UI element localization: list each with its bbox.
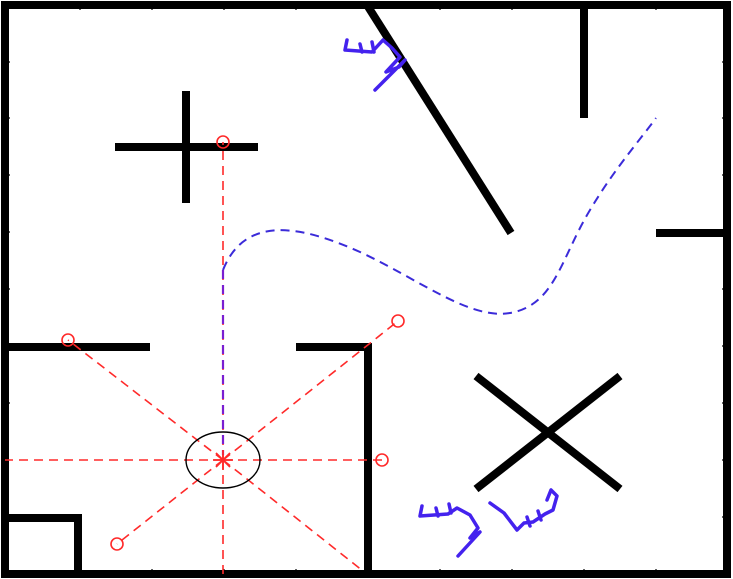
wall-x-diagonal-2 bbox=[473, 372, 623, 493]
ray-down-left bbox=[116, 459, 224, 545]
ray-up-left bbox=[67, 339, 224, 461]
robot-arm-icon bbox=[343, 38, 407, 92]
hit-marker bbox=[110, 537, 124, 551]
wall-bottom-left-box bbox=[5, 514, 82, 574]
hit-marker bbox=[216, 135, 230, 149]
wall-room-corner bbox=[296, 343, 372, 574]
hit-marker bbox=[391, 314, 405, 328]
ray-hit-markers bbox=[61, 135, 405, 551]
robot-arm-icon bbox=[488, 488, 559, 532]
planned-path bbox=[222, 117, 657, 315]
hit-marker bbox=[61, 333, 75, 347]
walls bbox=[5, 2, 727, 574]
wall-diagonal bbox=[363, 2, 515, 236]
sensor-rays bbox=[5, 142, 399, 574]
robot-position-marker bbox=[213, 450, 233, 470]
ray-down-right bbox=[222, 459, 364, 572]
ray-up-right bbox=[222, 320, 399, 461]
hit-marker bbox=[375, 453, 389, 467]
pose-uncertainty-ellipse bbox=[185, 431, 261, 489]
robot-arm-icon bbox=[418, 502, 482, 558]
